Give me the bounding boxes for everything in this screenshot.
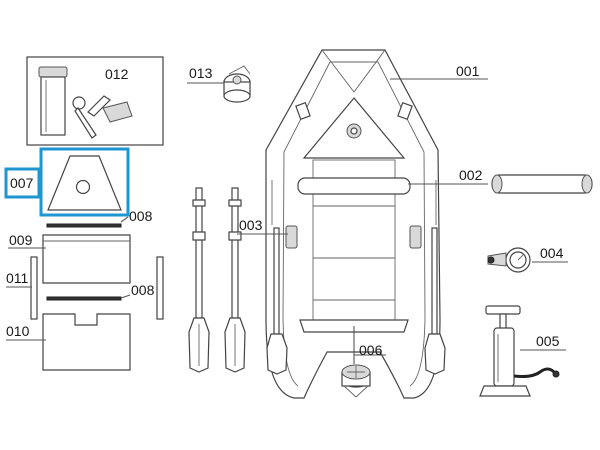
oar-icon bbox=[224, 187, 246, 373]
part-label-011: 011 bbox=[6, 270, 29, 286]
part-label-013: 013 bbox=[189, 65, 213, 81]
part-label-007: 007 bbox=[10, 175, 34, 191]
bow-plate-icon bbox=[47, 155, 122, 211]
side-rail-icon bbox=[30, 256, 164, 320]
part-label-004: 004 bbox=[540, 245, 564, 261]
part-label-008-upper: 008 bbox=[129, 208, 153, 224]
part-label-009: 009 bbox=[9, 232, 33, 248]
part-label-010: 010 bbox=[6, 323, 30, 339]
highlight-label-box bbox=[4, 167, 41, 199]
floor-board-icon bbox=[42, 234, 131, 284]
air-valve-icon bbox=[223, 65, 251, 103]
valve-cap-icon bbox=[341, 364, 371, 398]
oar-icon bbox=[188, 187, 210, 373]
part-label-008-lower: 008 bbox=[131, 282, 155, 298]
hand-pump-icon bbox=[479, 305, 560, 397]
seat-bench-icon bbox=[491, 174, 593, 194]
part-label-001: 001 bbox=[456, 63, 480, 79]
part-label-005: 005 bbox=[536, 333, 560, 349]
part-label-012: 012 bbox=[105, 66, 129, 82]
floor-board-icon bbox=[42, 313, 131, 371]
part-label-003: 003 bbox=[239, 217, 263, 233]
floor-strip-icon bbox=[46, 223, 122, 228]
repair-kit-icon bbox=[26, 56, 164, 146]
floor-strip-icon bbox=[46, 296, 122, 301]
part-label-002: 002 bbox=[459, 167, 483, 183]
part-label-006: 006 bbox=[359, 342, 383, 358]
boat-hull-icon bbox=[265, 49, 446, 399]
pressure-gauge-icon bbox=[487, 247, 531, 273]
highlight-frame bbox=[39, 147, 130, 217]
